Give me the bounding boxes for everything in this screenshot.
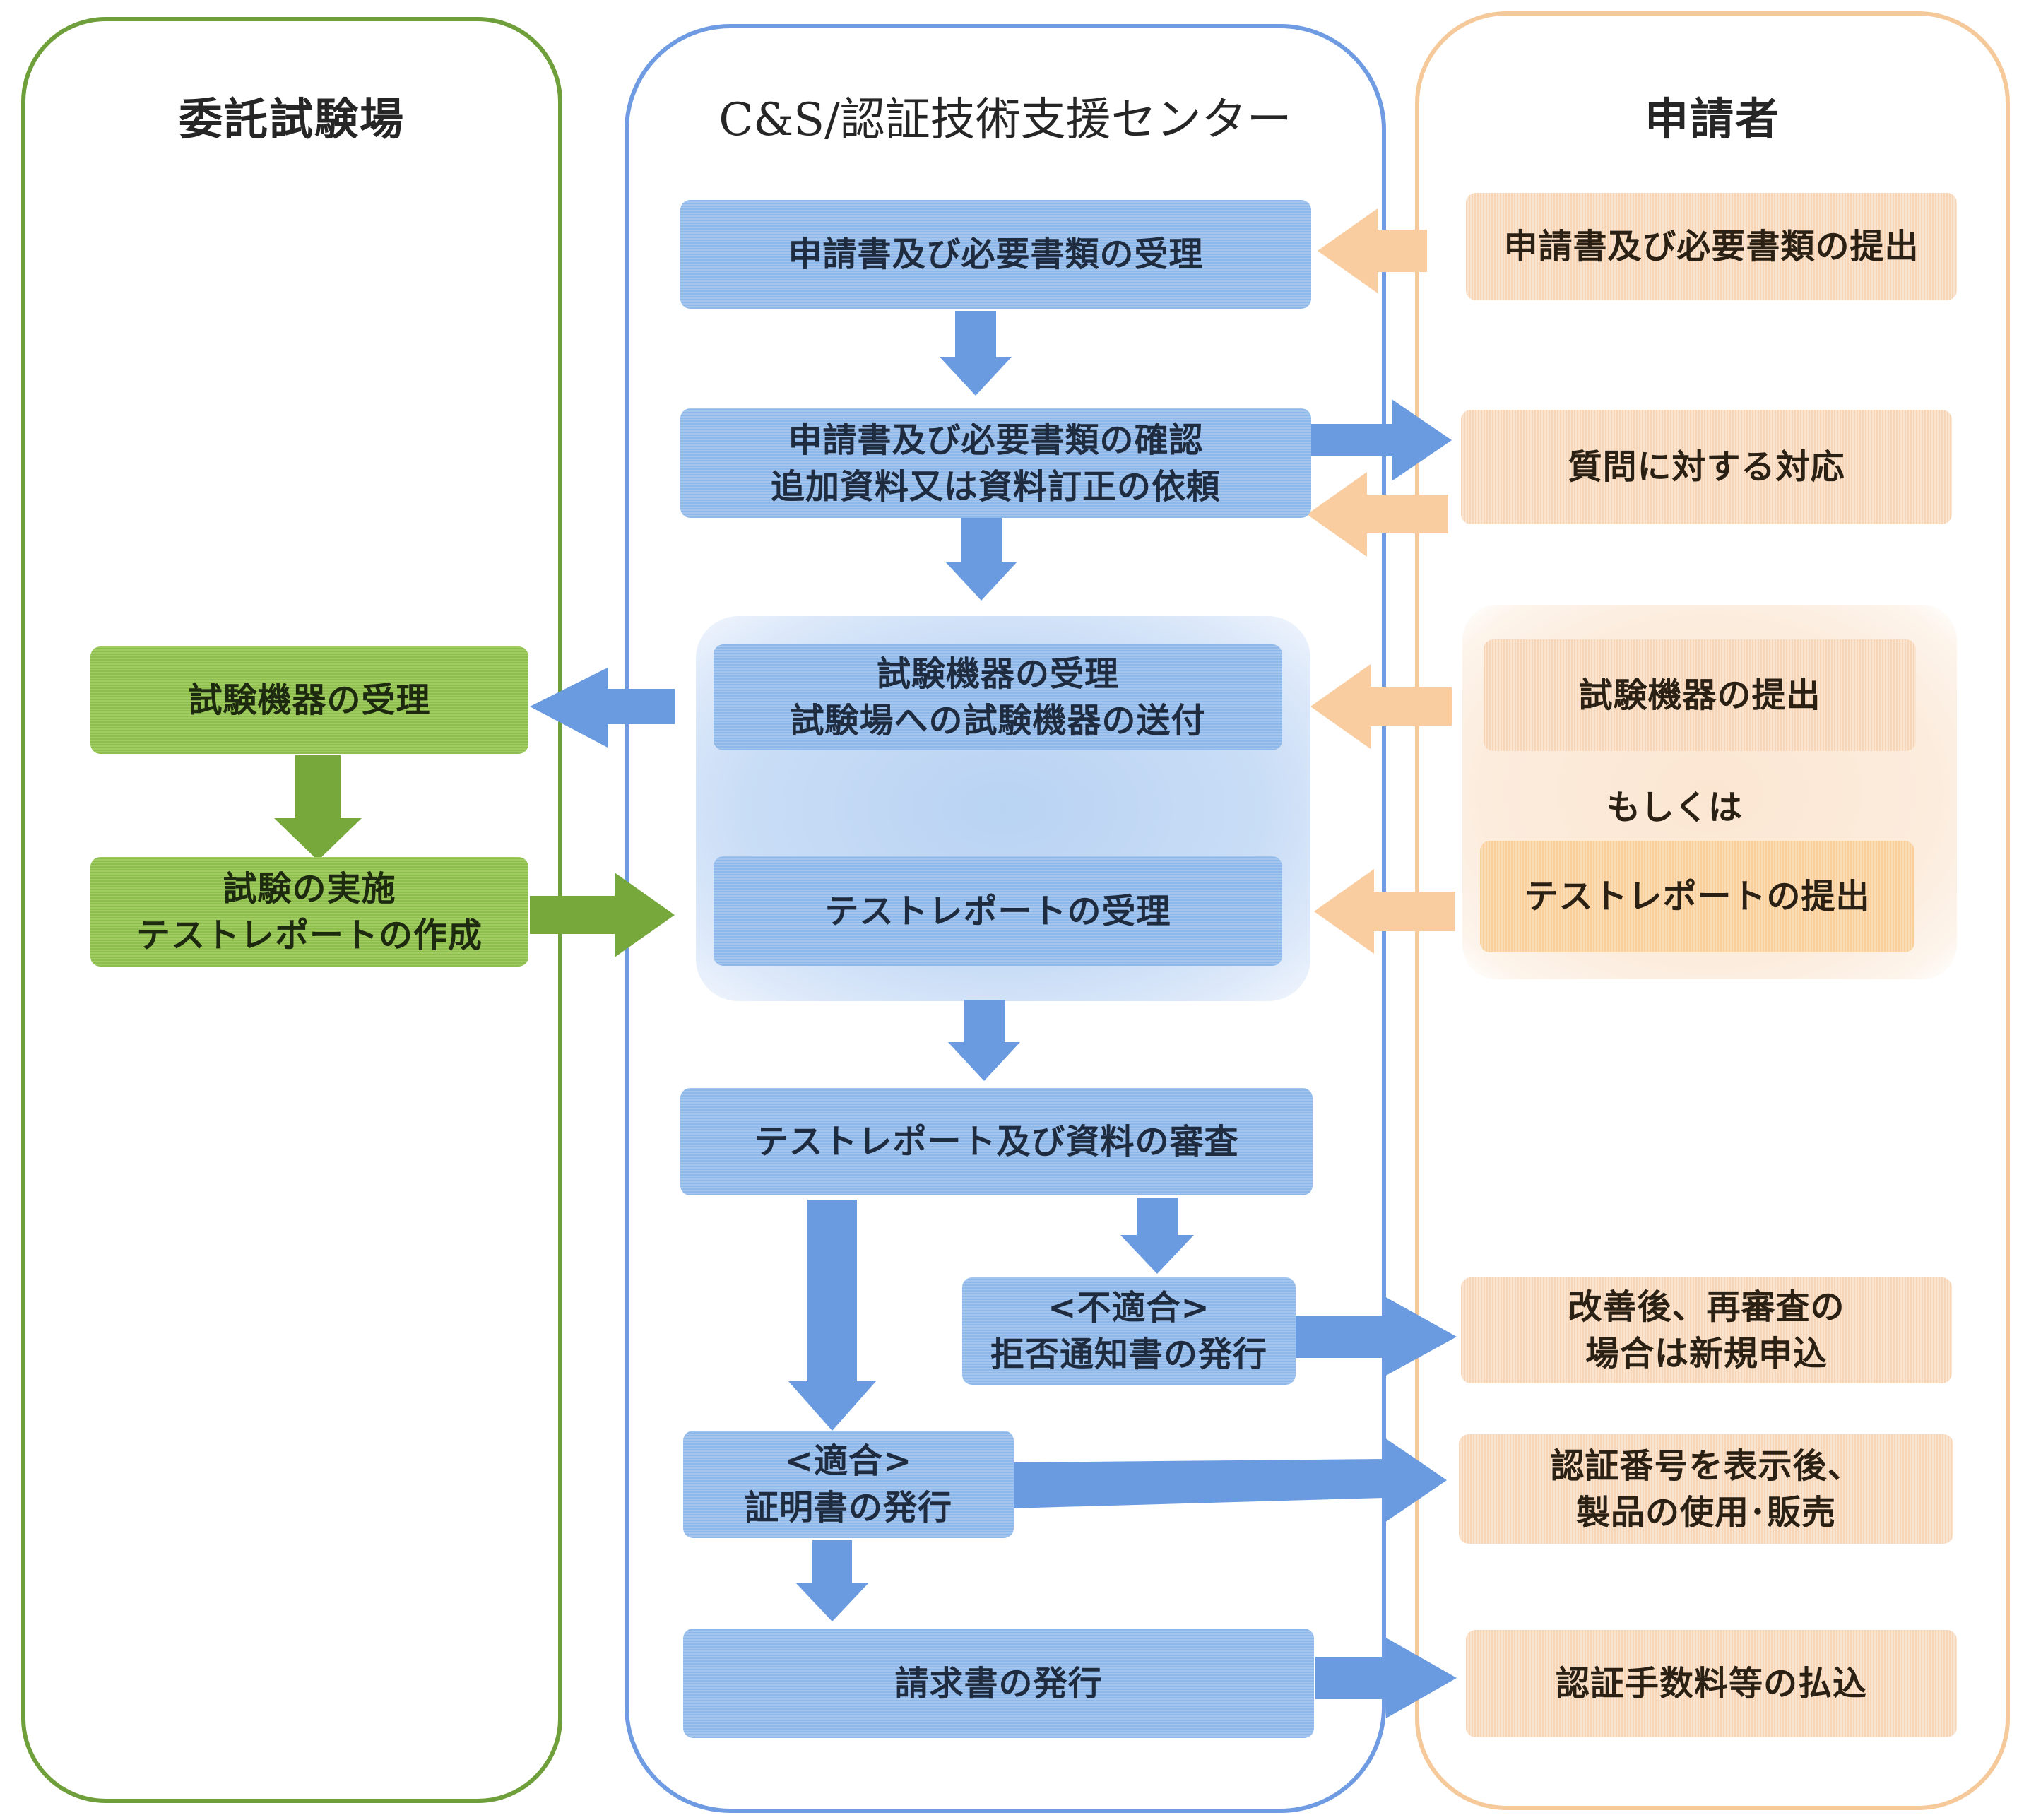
- applicant-after-certification: 認証番号を表示後、 製品の使用･販売: [1459, 1434, 1953, 1544]
- step-issue-invoice-label: 請求書の発行: [894, 1663, 1103, 1703]
- lane-title-applicant: 申請者: [1644, 93, 1780, 145]
- applicant-submit-equipment: 試験機器の提出: [1484, 639, 1916, 751]
- step-review: テストレポート及び資料の審査: [680, 1088, 1313, 1195]
- step-receive-application-label: 申請書及び必要書類の受理: [788, 235, 1204, 274]
- step-issue-certificate: <適合> 証明書の発行: [683, 1431, 1014, 1538]
- applicant-after-improvement: 改善後、再審査の 場合は新規申込: [1461, 1277, 1952, 1383]
- lane-title-test-lab: 委託試験場: [178, 93, 405, 145]
- applicant-submit-equipment-label: 試験機器の提出: [1578, 675, 1821, 715]
- lab-receive-equipment: 試験機器の受理: [90, 646, 528, 754]
- or-label: もしくは: [1606, 788, 1742, 827]
- lab-conduct-test: 試験の実施 テストレポートの作成: [90, 857, 528, 967]
- applicant-submit-application: 申請書及び必要書類の提出: [1466, 193, 1957, 300]
- applicant-answer-questions-label: 質問に対する対応: [1568, 447, 1845, 487]
- lab-conduct-test-label: 試験の実施 テストレポートの作成: [136, 868, 483, 955]
- step-receive-test-report: テストレポートの受理: [714, 856, 1282, 966]
- step-receive-application: 申請書及び必要書類の受理: [680, 200, 1311, 309]
- lab-receive-equipment-label: 試験機器の受理: [188, 680, 431, 720]
- applicant-pay-fee: 認証手数料等の払込: [1466, 1630, 1957, 1737]
- applicant-pay-fee-label: 認証手数料等の払込: [1555, 1664, 1867, 1703]
- step-confirm-documents-label: 申請書及び必要書類の確認 追加資料又は資料訂正の依頼: [770, 420, 1221, 507]
- step-receive-test-report-label: テストレポートの受理: [824, 891, 1171, 931]
- step-receive-forward-equipment: 試験機器の受理 試験場への試験機器の送付: [714, 644, 1282, 750]
- applicant-after-improvement-label: 改善後、再審査の 場合は新規申込: [1568, 1287, 1845, 1373]
- applicant-submit-report-label: テストレポートの提出: [1524, 877, 1871, 916]
- step-issue-invoice: 請求書の発行: [683, 1629, 1314, 1738]
- applicant-after-certification-label: 認証番号を表示後、 製品の使用･販売: [1550, 1446, 1862, 1532]
- lane-title-center: C&S/認証技術支援センター: [718, 94, 1292, 146]
- step-rejection-notice-label: <不適合> 拒否通知書の発行: [990, 1288, 1267, 1374]
- step-receive-forward-equipment-label: 試験機器の受理 試験場への試験機器の送付: [790, 654, 1206, 740]
- step-confirm-documents: 申請書及び必要書類の確認 追加資料又は資料訂正の依頼: [680, 408, 1311, 518]
- applicant-answer-questions: 質問に対する対応: [1461, 410, 1952, 524]
- step-review-label: テストレポート及び資料の審査: [754, 1122, 1239, 1162]
- applicant-submit-report: テストレポートの提出: [1480, 841, 1914, 952]
- applicant-submit-application-label: 申請書及び必要書類の提出: [1503, 227, 1919, 266]
- step-issue-certificate-label: <適合> 証明書の発行: [744, 1441, 952, 1528]
- step-rejection-notice: <不適合> 拒否通知書の発行: [962, 1277, 1296, 1385]
